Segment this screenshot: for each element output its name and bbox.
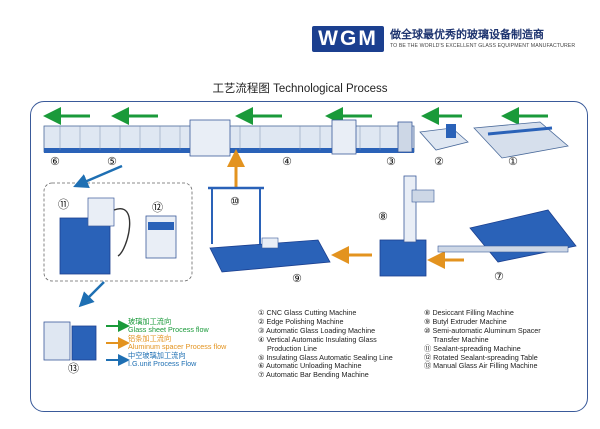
station-number: ⑧: [378, 211, 388, 223]
machine-item: ⑦ Automatic Bar Bending Machine: [258, 370, 369, 380]
machine-item: Transfer Machine: [433, 334, 489, 344]
machine-item: ③ Automatic Glass Loading Machine: [258, 325, 376, 335]
legend-ig-en: I.G.unit Process Flow: [128, 359, 197, 369]
logo-text: WGM: [318, 27, 378, 50]
production-line-machine: [43, 119, 415, 157]
sealant-station-box: [43, 182, 193, 282]
station-number: ⑨: [292, 273, 302, 285]
machine-item: ④ Vertical Automatic Insulating Glass: [258, 334, 377, 344]
station-number: ⑤: [107, 156, 117, 168]
machine-item: ② Edge Polishing Machine: [258, 316, 344, 326]
brand-logo: WGM 做全球最优秀的玻璃设备制造商 TO BE THE WORLD'S EXC…: [312, 26, 575, 52]
machine-item: Production Line: [267, 343, 317, 353]
machine-list-left: ① CNC Glass Cutting Machine ② Edge Polis…: [258, 308, 393, 380]
tagline-cn: 做全球最优秀的玻璃设备制造商: [390, 28, 544, 41]
rotated-table-machine: [145, 215, 177, 259]
legend-spacer-en: Aluminum spacer Process flow: [128, 342, 227, 352]
tagline-en: TO BE THE WORLD'S EXCELLENT GLASS EQUIPM…: [390, 42, 576, 49]
legend-spacer-cn: 铝条加工流向: [128, 333, 172, 343]
desiccant-filling-machine: [379, 175, 435, 277]
air-filling-machine: [43, 321, 97, 361]
legend-glass: 玻璃加工流向 Glass sheet Process flow: [128, 317, 226, 335]
logo-tagline: 做全球最优秀的玻璃设备制造商 TO BE THE WORLD'S EXCELLE…: [390, 29, 575, 50]
edge-polishing-machine: [419, 124, 469, 151]
legend-ig: 中空玻璃加工流向 I.G.unit Process Flow: [128, 350, 226, 369]
station-number: ③: [386, 156, 396, 168]
machine-item: ⑨ Butyl Extruder Machine: [424, 316, 507, 326]
machine-item: ⑥ Automatic Unloading Machine: [258, 361, 362, 371]
diagram-title: 工艺流程图 Technological Process: [212, 83, 388, 95]
machine-item: ⑬ Manual Glass Air Filling Machine: [424, 361, 538, 371]
legend-glass-cn: 玻璃加工流向: [128, 317, 172, 326]
butyl-extruder-machine: [209, 237, 331, 273]
station-number: ⑥: [50, 156, 60, 168]
station-number: ①: [508, 156, 518, 168]
station-number: ④: [282, 156, 292, 168]
machine-list-right: ⑧ Desiccant Filling Machine ⑨ Butyl Extr…: [424, 308, 541, 371]
station-number: ⑩: [230, 196, 240, 208]
flow-legend: 玻璃加工流向 Glass sheet Process flow 铝条加工流向 A…: [128, 317, 227, 369]
legend-spacer: 铝条加工流向 Aluminum spacer Process flow: [128, 333, 227, 352]
machine-item: ⑪ Sealant-spreading Machine: [424, 343, 521, 353]
machine-item: ① CNC Glass Cutting Machine: [258, 308, 357, 317]
machine-item: ⑫ Rotated Sealant-spreading Table: [424, 352, 538, 362]
station-number: ②: [434, 156, 444, 168]
process-frame: [30, 101, 588, 412]
station-number: ⑫: [152, 202, 163, 214]
ig-flow-arrows: [73, 164, 123, 308]
legend-glass-en: Glass sheet Process flow: [128, 325, 209, 335]
bar-bending-machine: [437, 209, 577, 263]
cnc-cutting-machine: [473, 121, 569, 159]
machine-item: ⑧ Desiccant Filling Machine: [424, 308, 514, 317]
station-number: ⑪: [58, 199, 69, 211]
wgm-logo-mark: WGM: [312, 26, 384, 52]
spacer-transfer-machine: [208, 186, 264, 244]
spacer-flow-arrows: [227, 149, 464, 269]
station-number: ⑦: [494, 271, 504, 283]
legend-ig-cn: 中空玻璃加工流向: [128, 350, 186, 360]
machine-item: ⑩ Semi-automatic Aluminum Spacer: [424, 325, 541, 335]
station-number: ⑬: [68, 363, 79, 375]
machine-item: ⑤ Insulating Glass Automatic Sealing Lin…: [258, 352, 393, 362]
flow-legend-arrows: [106, 320, 130, 366]
sealant-spreading-machine: [59, 197, 131, 275]
